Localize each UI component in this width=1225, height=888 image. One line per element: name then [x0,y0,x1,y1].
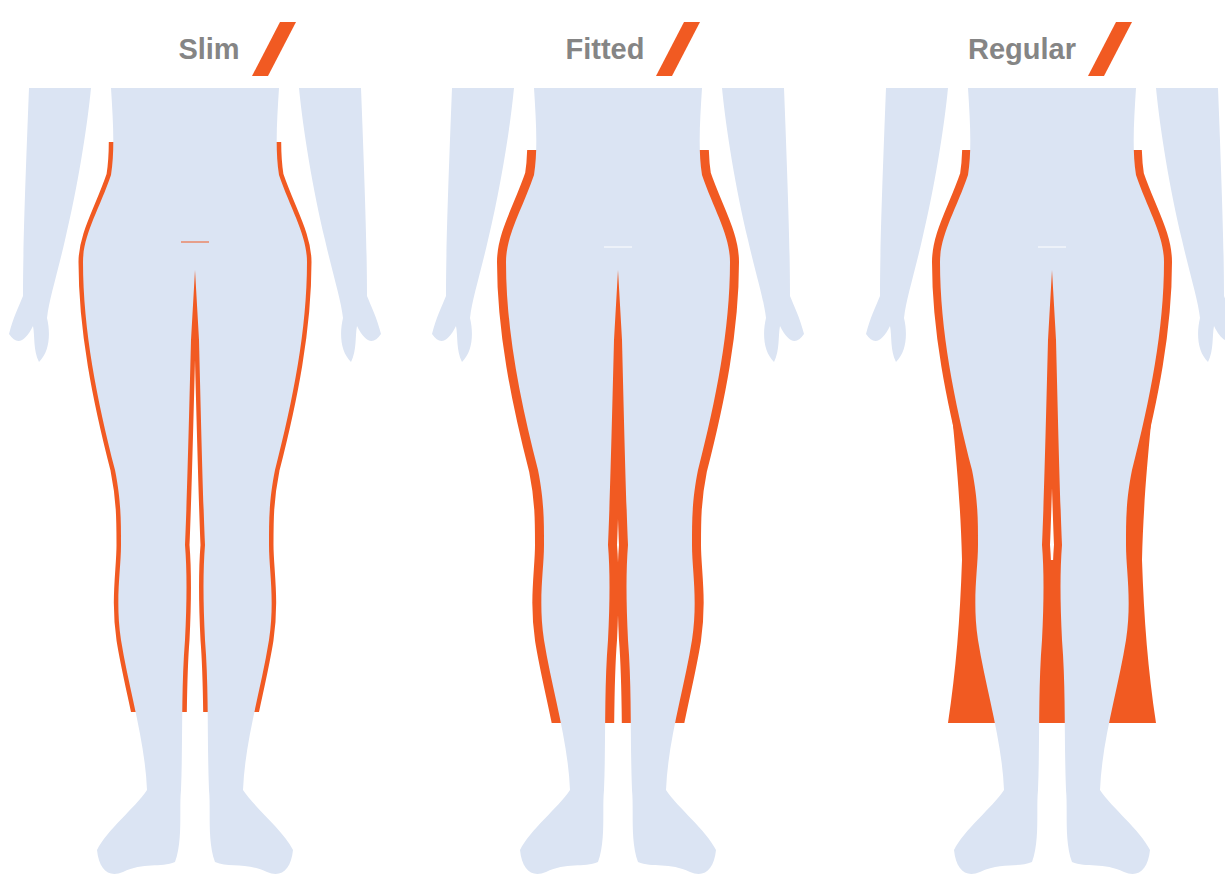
fit-label: Fitted [566,33,645,66]
fit-heading: Slim [178,22,295,76]
slash-mark [252,22,296,76]
slash-mark [656,22,700,76]
fit-heading: Regular [968,22,1132,76]
fit-heading: Fitted [566,22,701,76]
fit-label: Regular [968,33,1076,66]
fit-label: Slim [178,33,239,66]
regular-figure [866,88,1225,874]
fitted-figure [432,88,804,874]
slim-figure [9,88,381,874]
slash-mark [1088,22,1132,76]
